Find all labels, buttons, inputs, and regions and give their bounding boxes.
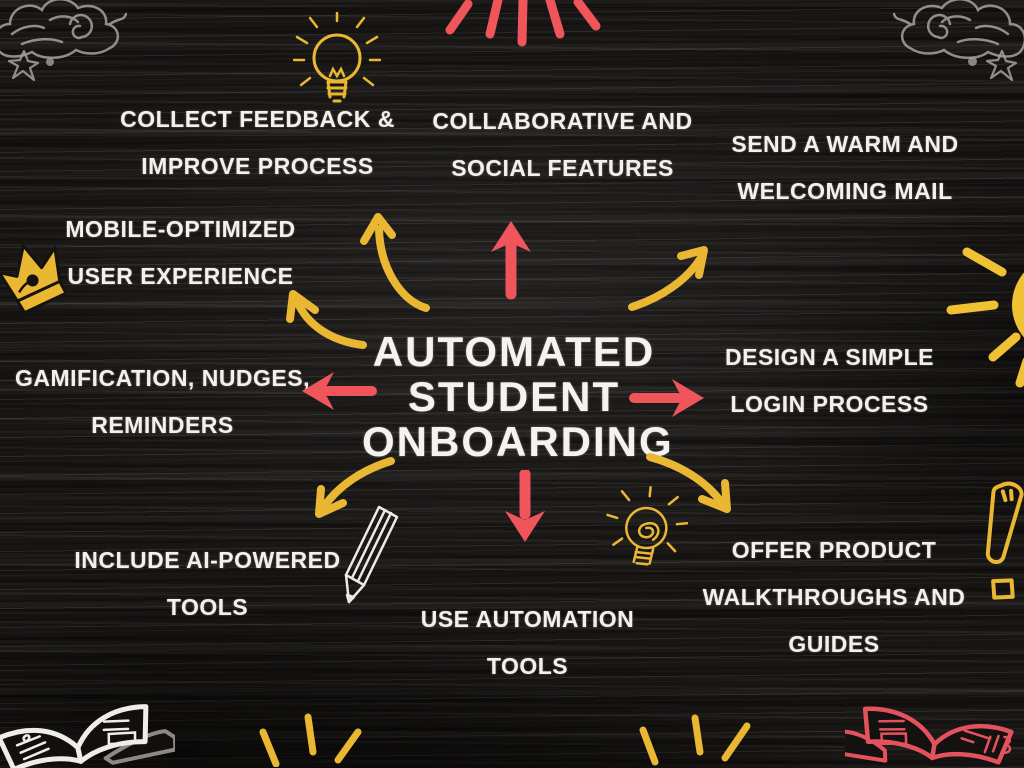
open-book-icon [845,706,1014,765]
node-line: INCLUDE AI-POWERED [74,547,341,573]
central-topic: AUTOMATED STUDENT ONBOARDING [362,328,674,465]
cloud-icon [0,0,127,59]
curved-arrow-up-icon [360,213,430,312]
node-line: IMPROVE PROCESS [141,153,374,179]
dot-doodle [968,57,977,66]
node-line: COLLABORATIVE AND [432,108,693,134]
curved-arrow-up-right-icon [628,246,708,311]
node-line: SEND A WARM AND [731,131,959,157]
curved-arrow-up-left-icon [286,290,367,349]
rays-icon [639,714,751,766]
central-topic-line: ONBOARDING [362,418,674,465]
node-line: COLLECT FEEDBACK & [120,106,395,132]
curved-arrow-down-right-icon [646,453,731,513]
sun-icon [946,247,1024,388]
node-line: SOCIAL FEATURES [451,155,674,181]
node-gamification: GAMIFICATION, NUDGES, REMINDERS [0,355,325,449]
pencil-icon [344,505,399,604]
node-line: USER EXPERIENCE [67,263,294,289]
node-line: GUIDES [788,631,880,657]
node-line: GAMIFICATION, NUDGES, [14,365,310,391]
star-icon [8,50,40,82]
node-line: LOGIN PROCESS [730,391,929,417]
node-design-login: DESIGN A SIMPLE LOGIN PROCESS [687,334,972,428]
node-line: DESIGN A SIMPLE [725,344,934,370]
node-send-warm-mail: SEND A WARM AND WELCOMING MAIL [700,121,990,215]
central-topic-line: AUTOMATED [372,328,656,375]
starburst-icon [445,0,601,47]
node-mobile-optimized: MOBILE-OPTIMIZED USER EXPERIENCE [18,206,343,300]
node-include-ai: INCLUDE AI-POWERED TOOLS [45,537,370,631]
node-collaborative-social: COLLABORATIVE AND SOCIAL FEATURES [410,98,715,192]
node-line: WELCOMING MAIL [737,178,953,204]
dot-doodle [46,58,54,66]
node-offer-walkthroughs: OFFER PRODUCT WALKTHROUGHS AND GUIDES [678,527,990,668]
node-use-automation: USE AUTOMATION TOOLS [385,596,670,690]
sketch-lightbulb-icon [606,485,688,566]
node-line: USE AUTOMATION [420,606,635,632]
node-line: REMINDERS [91,412,234,438]
central-topic-line: STUDENT [407,373,621,420]
node-line: TOOLS [166,594,249,620]
rays-icon [259,713,362,767]
down-arrow-icon [505,470,545,542]
right-arrow-icon [629,379,704,417]
lightbulb-icon [293,12,381,103]
exclamation-icon [985,481,1024,600]
open-book-icon [0,704,175,768]
cloud-icon [893,0,1024,59]
node-line: WALKTHROUGHS AND [702,584,966,610]
node-line: MOBILE-OPTIMIZED [65,216,296,242]
star-icon [986,50,1018,82]
node-collect-feedback: COLLECT FEEDBACK & IMPROVE PROCESS [95,96,420,190]
up-arrow-icon [491,221,531,300]
left-arrow-icon [302,372,377,410]
crown-icon [0,244,68,315]
node-line: TOOLS [486,653,569,679]
curved-arrow-down-left-icon [315,457,395,518]
node-line: OFFER PRODUCT [731,537,937,563]
